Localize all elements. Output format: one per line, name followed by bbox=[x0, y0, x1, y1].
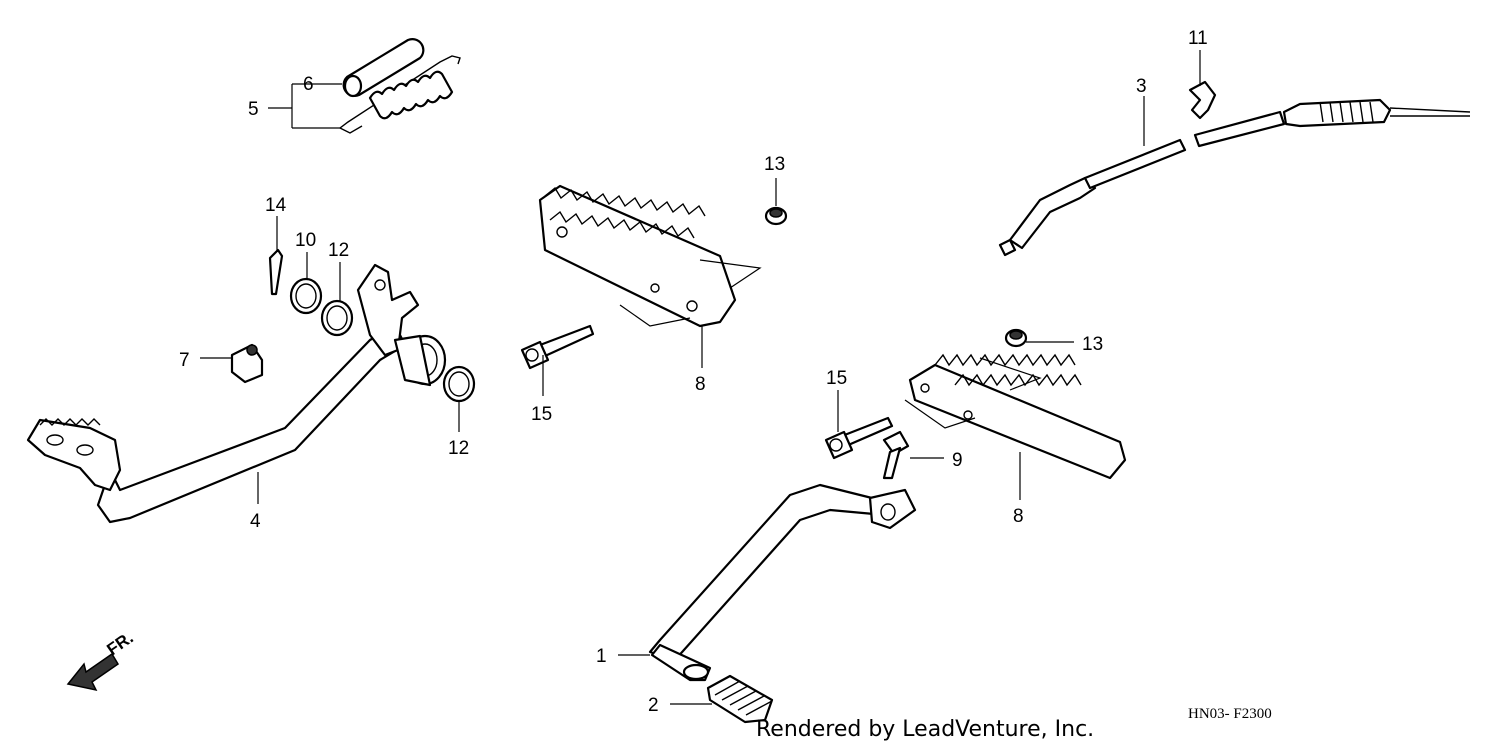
footpeg-lower[interactable] bbox=[904, 353, 1127, 480]
nut-13-lower[interactable] bbox=[1004, 328, 1028, 348]
callout-8-upper: 8 bbox=[695, 374, 706, 395]
callout-3: 3 bbox=[1136, 76, 1147, 97]
bolt-15-lower[interactable] bbox=[824, 416, 894, 460]
callout-labels: 1 2 3 4 5 6 7 8 8 9 10 11 12 12 13 13 14… bbox=[179, 28, 1208, 716]
callout-1: 1 bbox=[596, 646, 607, 667]
callout-13-upper: 13 bbox=[764, 154, 785, 175]
brake-pedal[interactable] bbox=[26, 263, 447, 524]
callout-5: 5 bbox=[248, 99, 259, 120]
callout-4: 4 bbox=[250, 511, 261, 532]
leader-lines bbox=[200, 50, 1201, 705]
callout-13-lower: 13 bbox=[1082, 334, 1103, 355]
callout-15-upper: 15 bbox=[531, 404, 552, 425]
front-direction-arrow: FR. bbox=[66, 628, 137, 692]
washer-10[interactable] bbox=[289, 277, 323, 315]
shift-rubber[interactable] bbox=[706, 674, 774, 724]
callout-7: 7 bbox=[179, 350, 190, 371]
cotter-pin[interactable] bbox=[268, 248, 284, 296]
bolt-9[interactable] bbox=[882, 430, 910, 480]
callout-12-upper: 12 bbox=[328, 240, 349, 261]
return-spring[interactable] bbox=[339, 55, 461, 134]
shift-lever[interactable] bbox=[648, 483, 917, 682]
cable-clip[interactable] bbox=[1188, 80, 1217, 120]
callout-11: 11 bbox=[1188, 28, 1208, 49]
footpeg-upper[interactable] bbox=[538, 184, 762, 328]
pivot-bolt[interactable] bbox=[230, 343, 264, 384]
callout-14: 14 bbox=[265, 195, 287, 216]
spring-sleeve[interactable] bbox=[342, 38, 425, 98]
direction-label: FR. bbox=[103, 628, 136, 659]
nut-13-upper[interactable] bbox=[764, 206, 788, 226]
callout-9: 9 bbox=[952, 450, 963, 471]
render-credit: Rendered by LeadVenture, Inc. bbox=[756, 717, 1094, 742]
callout-6: 6 bbox=[303, 74, 314, 95]
washer-12-lower[interactable] bbox=[442, 365, 476, 403]
bolt-15-upper[interactable] bbox=[520, 324, 595, 370]
callout-10: 10 bbox=[295, 230, 316, 251]
callout-15-lower: 15 bbox=[826, 368, 847, 389]
callout-2: 2 bbox=[648, 695, 659, 716]
diagram-code: HN03- F2300 bbox=[1188, 706, 1272, 722]
callout-8-lower: 8 bbox=[1013, 506, 1024, 527]
washer-12-upper[interactable] bbox=[320, 299, 354, 337]
brake-cable[interactable] bbox=[998, 98, 1471, 257]
callout-12-lower: 12 bbox=[448, 438, 469, 459]
